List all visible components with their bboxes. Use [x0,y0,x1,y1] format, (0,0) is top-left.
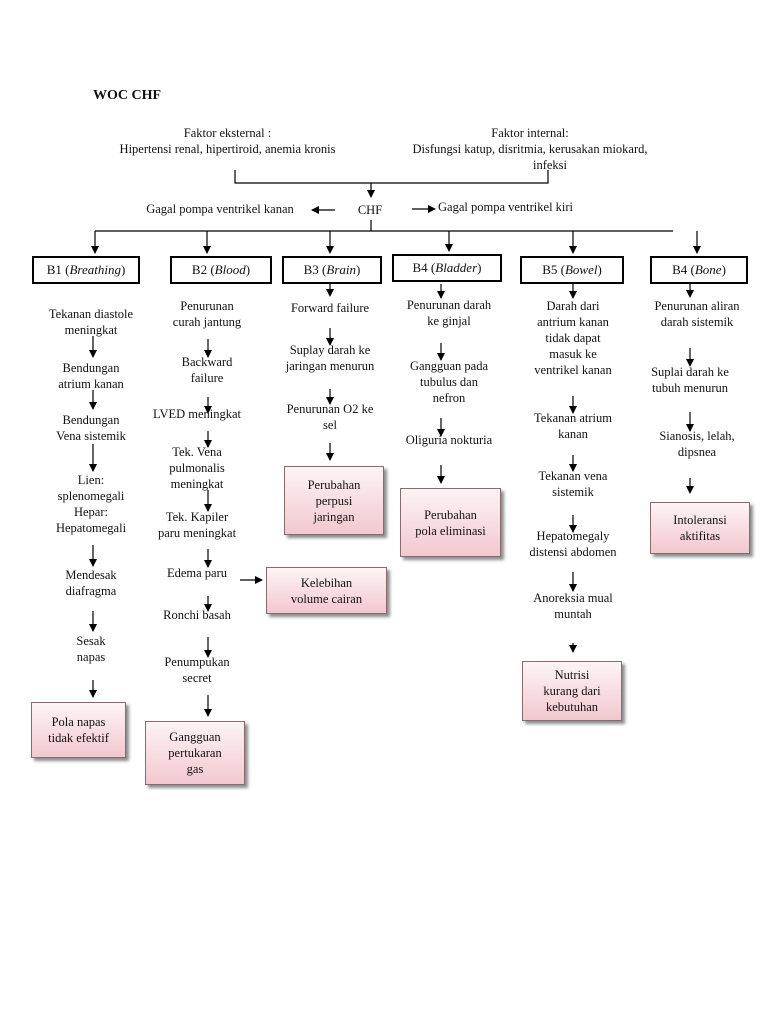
step-1-6: Sesak napas [76,634,106,664]
step-3-2: Suplay darah ke jaringan menurun [285,343,375,373]
right-failure-label: Gagal pompa ventrikel kiri [438,200,574,214]
step-1-2: Bendungan atrium kanan [58,361,124,391]
step-2-6: Edema paru [166,566,228,580]
step-4-2: Gangguan pada tubulus dan nefron [409,359,489,405]
step-1-5: Mendesak diafragma [65,568,117,598]
diagnosis-box-4: Perubahan pola eliminasi [400,488,501,557]
factor-bracket [234,170,549,184]
step-1-1: Tekanan diastole meningkat [48,307,134,337]
column-header-bone: B4 (Bone) [650,256,748,284]
diagnosis-box-3: Perubahan perpusi jaringan [284,466,384,535]
step-6-1: Penurunan aliran darah sistemik [654,299,740,329]
diagnosis-box-5: Nutrisi kurang dari kebutuhan [522,661,622,721]
diagnosis-box-6: Intoleransi aktifitas [650,502,750,554]
column-header-brain: B3 (Brain) [282,256,382,284]
internal-factor-list-1: Disfungsi katup, disritmia, kerusakan mi… [412,142,648,156]
step-4-1: Penurunan darah ke ginjal [406,298,492,328]
column-header-bladder: B4 (Bladder) [392,254,502,282]
column-header-blood: B2 (Blood) [170,256,272,284]
step-6-3: Sianosis, lelah, dipsnea [659,429,735,459]
page-title: WOC CHF [93,88,162,103]
step-2-5: Tek. Kapiler paru meningkat [157,510,237,540]
internal-factor-heading: Faktor internal: [491,126,569,140]
step-3-1: Forward failure [290,301,370,315]
internal-factor-list-2: infeksi [532,158,568,172]
column-header-breathing: B1 (Breathing) [32,256,140,284]
diagnosis-box-2: Gangguan pertukaran gas [145,721,245,785]
step-3-3: Penurunan O2 ke sel [286,402,374,432]
chf-node: CHF [357,203,383,217]
external-factor-label: Faktor eksternal : Hipertensi renal, hip… [90,125,365,157]
step-5-1: Darah dari antrium kanan tidak dapat mas… [534,299,612,377]
step-5-4: Hepatomegaly distensi abdomen [529,529,617,559]
step-1-4: Lien: splenomegali Hepar: Hepatomegali [55,473,127,535]
step-6-2: Suplai darah ke tubuh menurun [651,365,729,395]
external-factor-list: Hipertensi renal, hipertiroid, anemia kr… [119,142,336,156]
step-2-8: Penumpukan secret [164,655,230,685]
step-2-4: Tek. Vena pulmonalis meningkat [169,445,225,491]
step-5-2: Tekanan atrium kanan [534,411,612,441]
step-5-3: Tekanan vena sistemik [538,469,608,499]
external-factor-heading: Faktor eksternal : [183,126,272,140]
left-failure-label: Gagal pompa ventrikel kanan [146,202,294,216]
diagnosis-box-1: Pola napas tidak efektif [31,702,126,758]
column-header-bowel: B5 (Bowel) [520,256,624,284]
step-2-3: LVED meningkat [152,407,242,421]
step-2-2: Backward failure [181,355,233,385]
step-5-5: Anoreksia mual muntah [533,591,613,621]
side-diagnosis-box: Kelebihan volume cairan [266,567,387,614]
step-2-1: Penurunan curah jantung [172,299,242,329]
internal-factor-label: Faktor internal: Disfungsi katup, disrit… [390,125,670,173]
step-1-3: Bendungan Vena sistemik [56,413,126,443]
